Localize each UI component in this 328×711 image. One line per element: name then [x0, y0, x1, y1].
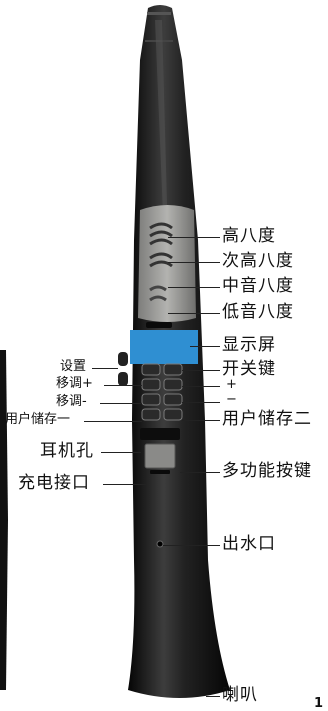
label-sub-high-octave: 次高八度	[222, 251, 294, 271]
leader-line	[84, 421, 142, 422]
page-number: 1	[314, 696, 324, 711]
label-bell: 喇叭	[222, 685, 258, 705]
label-minus: −	[226, 392, 237, 407]
body-highlight	[155, 20, 168, 240]
leader-line	[182, 370, 220, 371]
leader-line	[182, 386, 220, 387]
leader-line	[103, 484, 147, 485]
leader-line	[182, 402, 220, 403]
key-grid	[141, 363, 183, 421]
label-user-store-1: 用户储存一	[5, 412, 71, 427]
octave-sensor-swirl	[149, 252, 173, 268]
label-middle-octave: 中音八度	[222, 276, 294, 296]
leader-line	[104, 385, 142, 386]
leader-line	[206, 696, 220, 697]
leader-line	[101, 452, 141, 453]
label-headphone-jack: 耳机孔	[40, 441, 94, 461]
label-low-octave: 低音八度	[222, 302, 294, 322]
port-panel	[140, 428, 180, 440]
mouthpiece-ring	[147, 12, 171, 15]
multifunction-key-shape	[144, 443, 176, 469]
label-display: 显示屏	[222, 335, 276, 355]
display-screen	[130, 330, 198, 364]
leader-line	[182, 420, 220, 421]
octave-sensor-swirl	[149, 222, 173, 246]
leader-line	[168, 287, 220, 288]
partial-instrument-left	[0, 350, 8, 690]
charging-slot	[150, 470, 170, 474]
label-user-store-2: 用户储存二	[222, 409, 312, 429]
leader-line	[168, 313, 220, 314]
label-high-octave: 高八度	[222, 226, 276, 246]
octave-sensor-swirl	[149, 285, 167, 302]
label-transpose-up: 移调+	[56, 376, 93, 391]
label-charging-port: 充电接口	[18, 473, 90, 493]
label-water-outlet: 出水口	[222, 534, 276, 554]
leader-line	[168, 237, 220, 238]
side-button	[118, 352, 128, 366]
leader-line	[180, 472, 220, 473]
label-settings: 设置	[60, 359, 87, 374]
water-outlet-hole	[156, 540, 164, 548]
leader-line	[163, 545, 220, 546]
label-power-key: 开关键	[222, 359, 276, 379]
leader-line	[168, 262, 220, 263]
leader-line	[100, 403, 142, 404]
label-multifunction-key: 多功能按键	[222, 461, 312, 481]
leader-line	[190, 346, 220, 347]
label-plus: +	[226, 377, 237, 392]
side-button	[118, 372, 128, 386]
label-transpose-down: 移调-	[56, 394, 87, 409]
power-slot	[146, 322, 172, 328]
leader-line	[92, 368, 118, 369]
